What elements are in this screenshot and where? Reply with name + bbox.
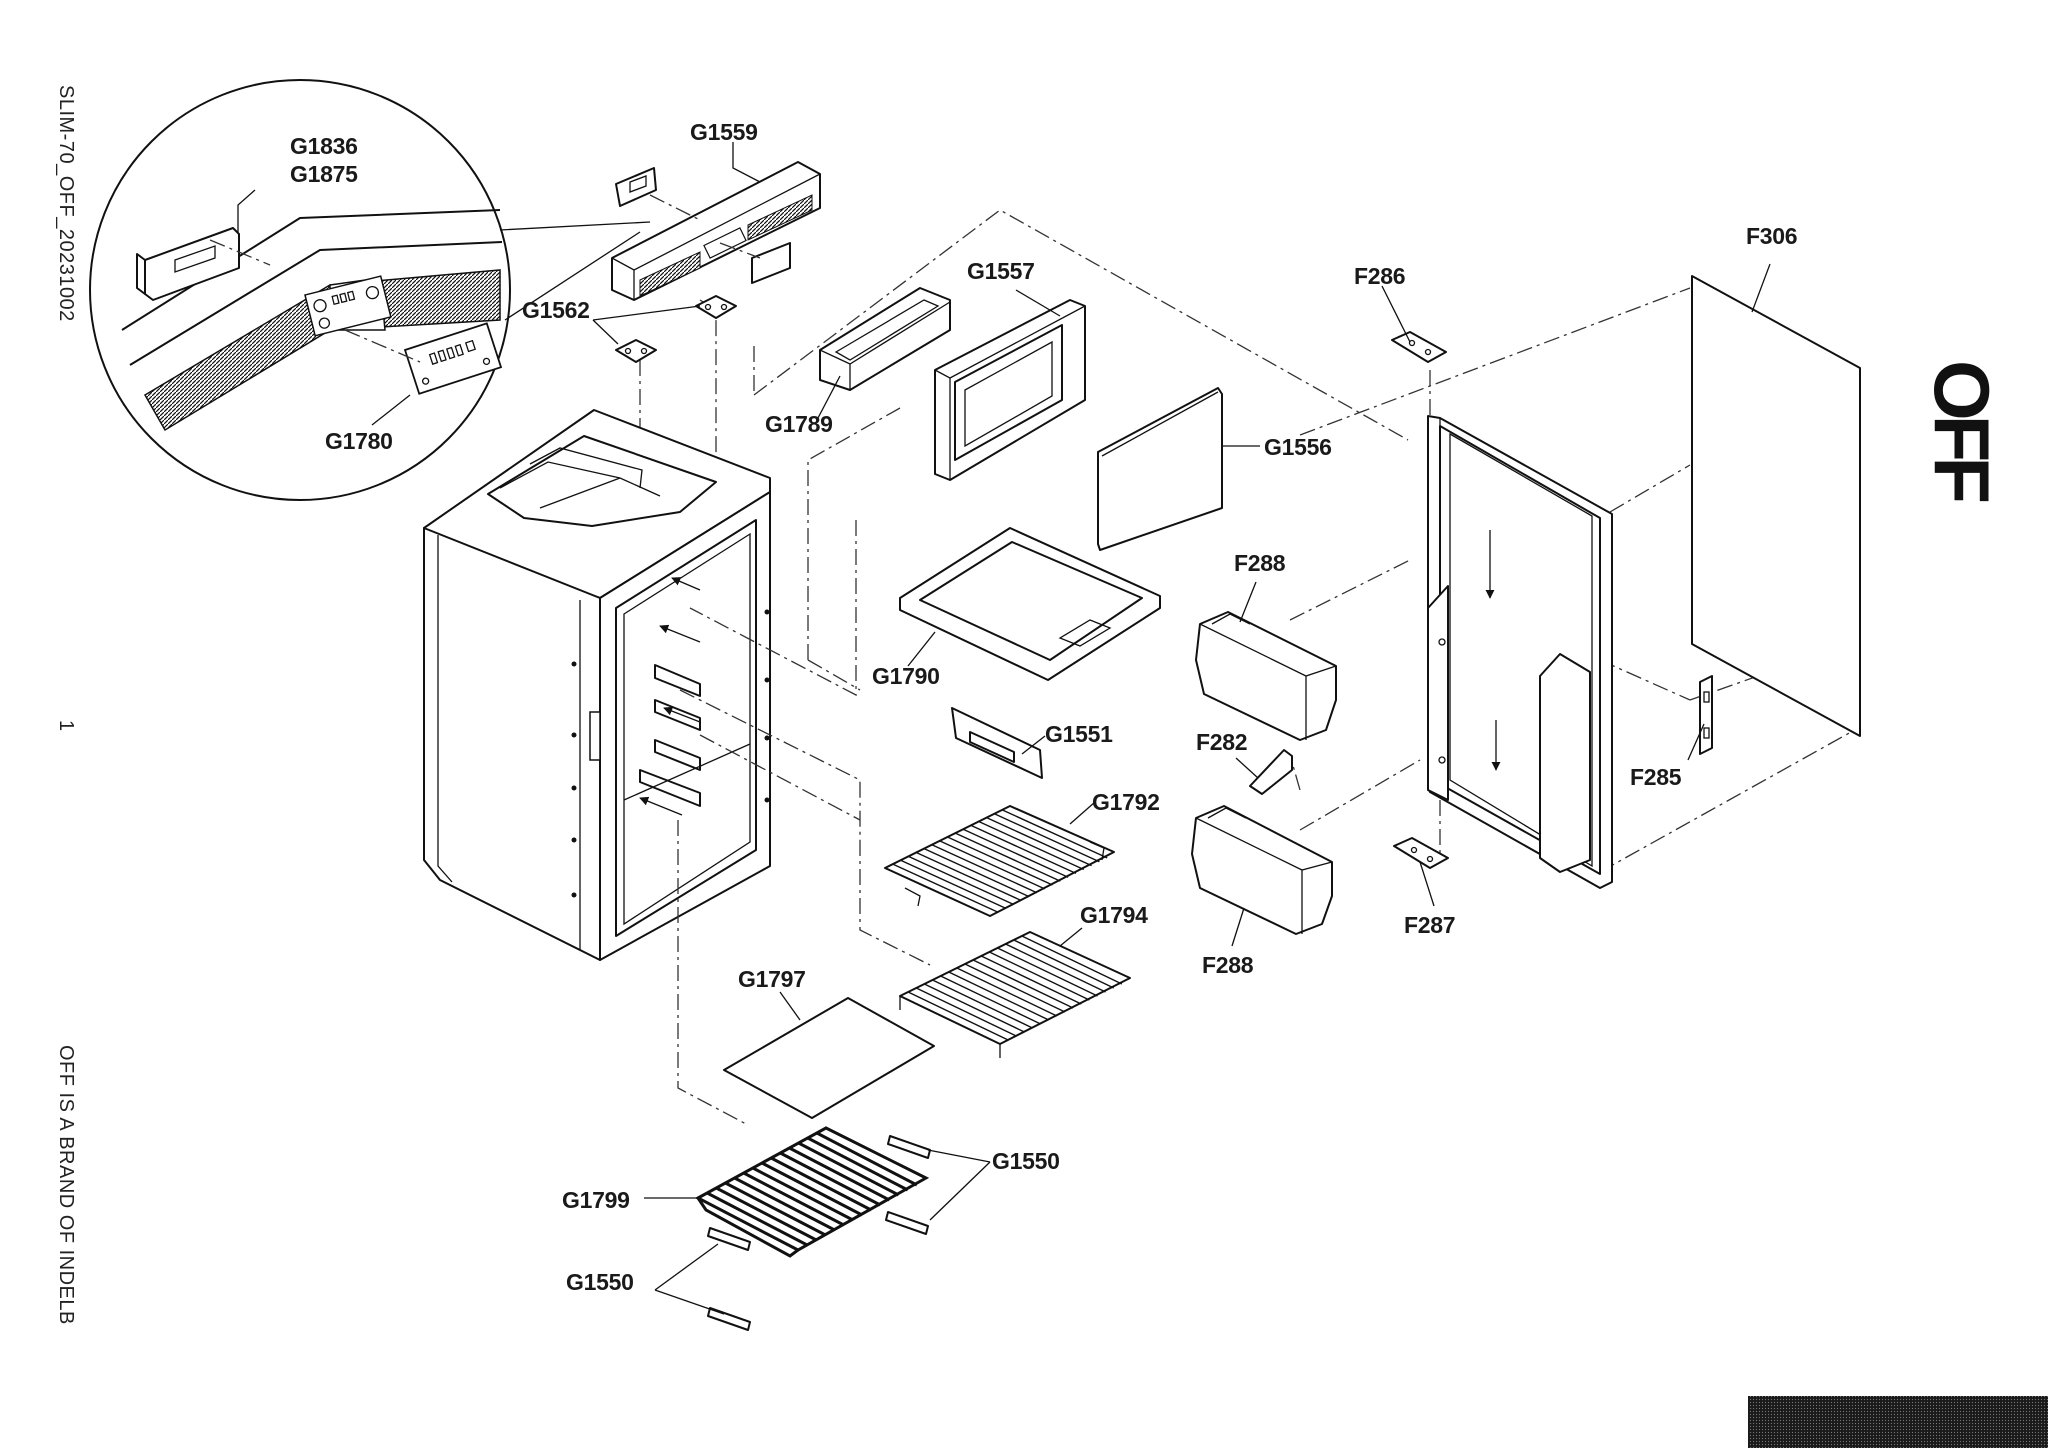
shelf-wire	[1013, 939, 1115, 989]
part-f282-clip	[1249, 749, 1293, 795]
shelf-wire	[931, 844, 1038, 894]
label-f286: F286	[1354, 263, 1405, 289]
label-g1551: G1551	[1045, 721, 1113, 747]
label-g1550-right: G1550	[992, 1148, 1060, 1174]
shelf-wire	[955, 832, 1061, 882]
label-f288-upper: F288	[1234, 550, 1286, 576]
shelf-wire	[948, 971, 1050, 1021]
label-g1799: G1799	[562, 1187, 630, 1213]
brand-note: OFF IS A BRAND OF INDELB	[55, 1045, 77, 1325]
shelf-wire	[932, 979, 1033, 1029]
shelf-wire	[1001, 809, 1108, 859]
corner-block	[1748, 1396, 2048, 1448]
label-g1792: G1792	[1092, 789, 1160, 815]
shelf-wire	[939, 840, 1045, 890]
label-f287: F287	[1404, 912, 1455, 938]
label-g1557: G1557	[967, 258, 1035, 284]
grid-wire	[779, 1151, 881, 1207]
grid-wire	[752, 1166, 854, 1222]
label-f306: F306	[1746, 223, 1797, 249]
part-f287-hinge	[1393, 837, 1449, 869]
part-f306-panel	[1691, 275, 1861, 737]
shelf-wire	[940, 975, 1041, 1025]
grid-wire	[770, 1156, 872, 1212]
shelf-wire	[1005, 943, 1106, 993]
shelf-wire	[947, 836, 1053, 886]
shelf-wire	[972, 959, 1074, 1009]
part-g1790-tray	[899, 527, 1161, 681]
label-g1836: G1836	[290, 133, 358, 159]
shelf-wire	[994, 813, 1100, 863]
leader-lines	[644, 142, 1771, 1199]
part-f285-latch	[1699, 675, 1713, 755]
label-g1556: G1556	[1264, 434, 1332, 460]
shelf-wire	[997, 947, 1098, 997]
label-f288-lower: F288	[1202, 952, 1254, 978]
part-g1794-wire-shelf	[899, 931, 1131, 1058]
shelf-wire	[908, 855, 1014, 906]
part-g1789-tray	[819, 287, 951, 391]
label-g1780: G1780	[325, 428, 393, 454]
grid-wire	[816, 1131, 918, 1187]
logo-text: OFF	[1918, 360, 2006, 501]
grid-wire	[733, 1176, 836, 1232]
document-code: SLIM-70_OFF_20231002	[55, 85, 77, 322]
shelf-wire	[970, 824, 1077, 875]
label-g1790: G1790	[872, 663, 940, 689]
shelf-wire	[989, 951, 1090, 1001]
grid-wire	[788, 1146, 891, 1202]
page-number: 1	[55, 720, 77, 732]
control-panel-detail	[89, 79, 651, 501]
part-g1550-clips	[654, 1135, 991, 1331]
shelf-wire	[915, 987, 1017, 1037]
label-g1562: G1562	[522, 297, 590, 323]
grid-wire	[706, 1191, 808, 1247]
shelf-wire	[980, 955, 1082, 1005]
label-g1559: G1559	[690, 119, 758, 145]
shelf-wire	[1021, 935, 1123, 985]
part-g1799-grid	[694, 1126, 930, 1258]
shelf-wire	[892, 863, 999, 913]
label-g1789: G1789	[765, 411, 833, 437]
shelf-wire	[964, 963, 1066, 1013]
part-g1562-hinges	[592, 295, 737, 363]
part-g1557-frame	[934, 299, 1086, 481]
shelf-wire	[900, 859, 1006, 909]
grid-wire	[724, 1181, 827, 1237]
grid-wire	[797, 1141, 900, 1197]
label-f282: F282	[1196, 729, 1247, 755]
part-g1551-divider	[951, 707, 1043, 779]
shelf-wire	[962, 828, 1069, 878]
part-cabinet-body	[423, 409, 771, 961]
shelf-wire	[924, 983, 1025, 1033]
part-f286-hinge	[1391, 331, 1447, 363]
label-g1875: G1875	[290, 161, 358, 187]
label-f285: F285	[1630, 764, 1682, 790]
shelf-wire	[923, 847, 1030, 898]
off-brand-logo: OFF	[1918, 360, 2006, 501]
shelf-wire	[978, 820, 1085, 871]
part-g1559-housing	[611, 161, 821, 560]
shelf-wire	[986, 816, 1092, 867]
part-g1556-plate	[1097, 387, 1223, 551]
part-f288-upper-bin	[1195, 611, 1337, 741]
grid-wire	[761, 1161, 863, 1217]
label-g1797: G1797	[738, 966, 806, 992]
part-g1792-wire-shelf	[884, 805, 1115, 917]
part-door	[1427, 415, 1613, 889]
part-f288-lower-bin	[1191, 805, 1333, 935]
grid-wire	[715, 1186, 817, 1242]
shelf-wire	[956, 967, 1058, 1017]
grid-wire	[807, 1136, 909, 1192]
shelf-wire	[907, 991, 1009, 1041]
part-g1797-glass	[723, 997, 935, 1119]
label-g1550-left: G1550	[566, 1269, 634, 1295]
grid-wire	[743, 1171, 845, 1227]
label-g1794: G1794	[1080, 902, 1148, 928]
shelf-wire	[915, 851, 1022, 902]
